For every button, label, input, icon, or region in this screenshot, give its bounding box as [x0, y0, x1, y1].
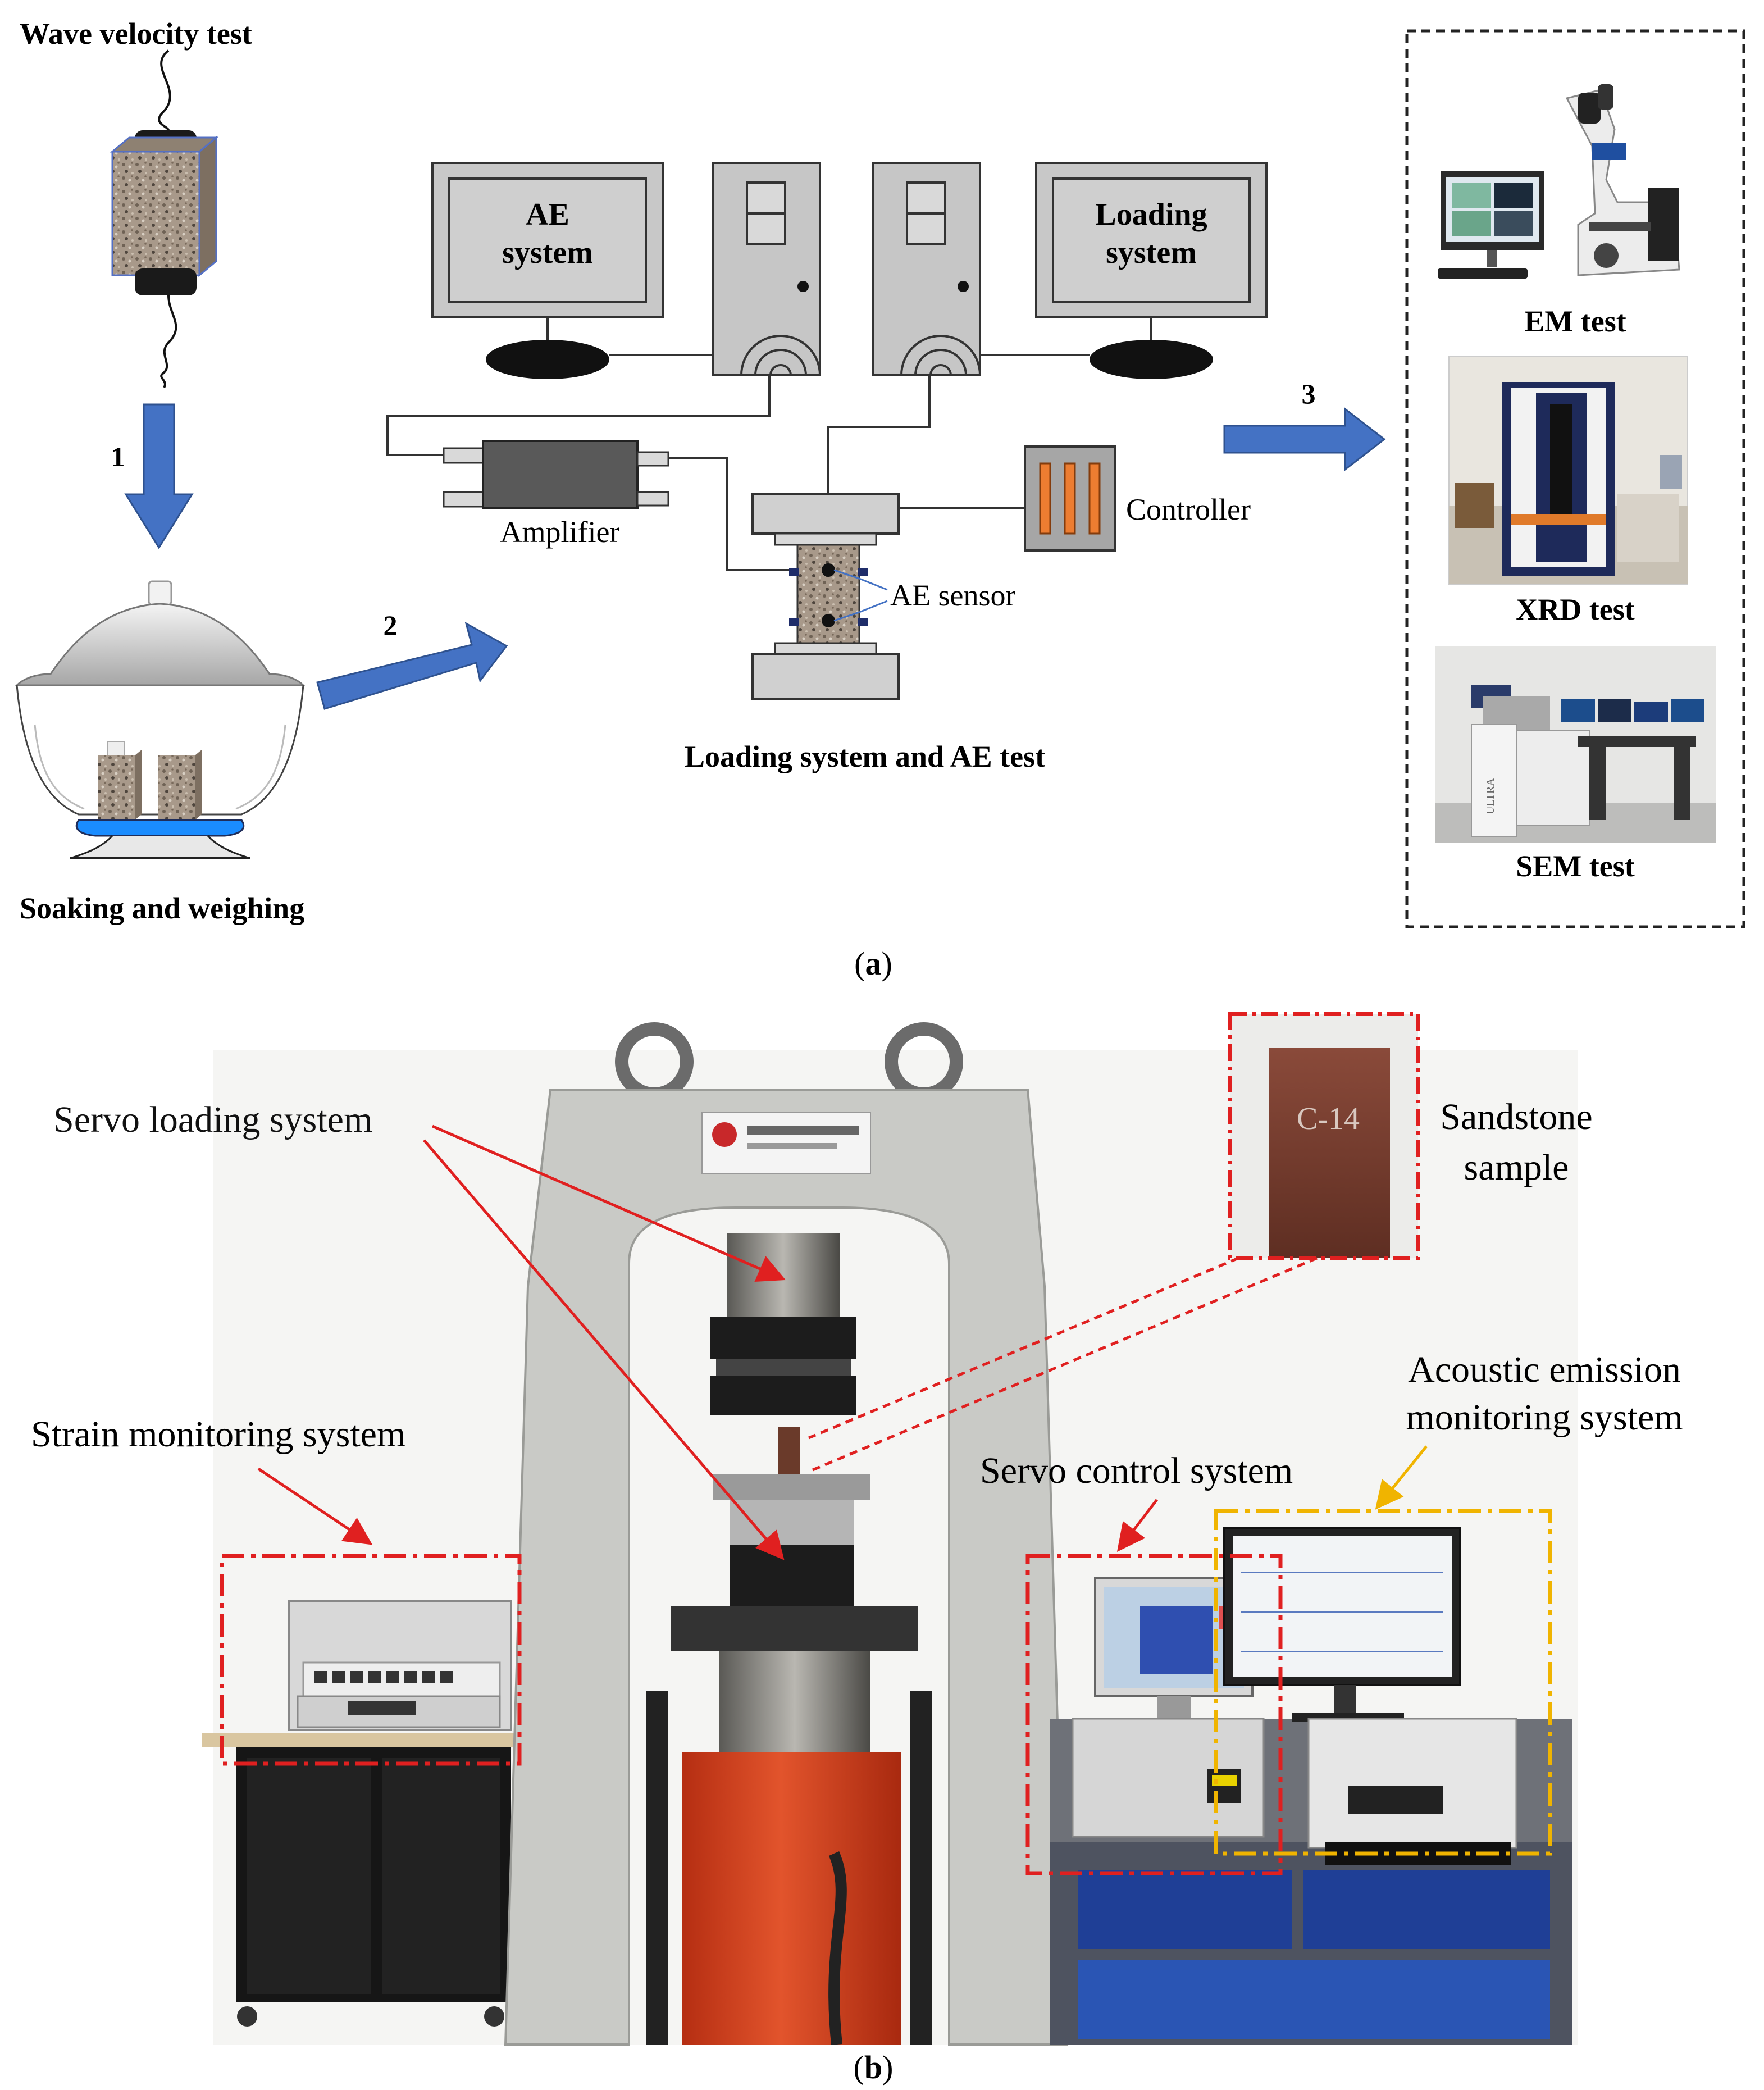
- amplifier: Amplifier: [443, 440, 669, 549]
- servo-control-box: [1025, 1554, 1283, 1875]
- step-3-label: 3: [1302, 378, 1316, 409]
- loading-monitor-line1: Loading: [1095, 197, 1207, 232]
- panel-b: C-14 Servo loading system Sandstone samp…: [31, 1012, 1683, 2086]
- control-bench: [1050, 1527, 1572, 2045]
- xrd-test-photo: [1448, 356, 1688, 585]
- caption-a: (a): [854, 945, 892, 982]
- caption-b-text: (b): [854, 2049, 894, 2086]
- wave-velocity-specimen: [110, 49, 219, 389]
- controller-label: Controller: [1126, 493, 1251, 526]
- svg-text:ULTRA: ULTRA: [1484, 778, 1497, 814]
- strain-monitoring-equipment: [202, 1600, 517, 2027]
- ae-sensor-label: AE sensor: [890, 579, 1015, 612]
- step-2-arrow: 2: [316, 609, 508, 710]
- sandstone-label-line1: Sandstone: [1440, 1096, 1592, 1137]
- caption-b: (b): [854, 2049, 894, 2086]
- step-1-arrow: 1: [111, 403, 194, 549]
- soaking-desiccator: [15, 580, 306, 859]
- ae-system-computer: AE system: [431, 162, 821, 379]
- em-test-photo: [1438, 84, 1680, 279]
- step-2-label: 2: [384, 609, 398, 641]
- amplifier-label: Amplifier: [500, 515, 620, 549]
- cables: [386, 375, 1025, 571]
- acoustic-label-line2: monitoring system: [1406, 1397, 1683, 1438]
- panel-a: Wave velocity test 1: [15, 17, 1745, 982]
- loading-frame-diagram: AE sensor: [751, 493, 1015, 700]
- step-1-label: 1: [111, 441, 125, 472]
- acoustic-emission-box: [1214, 1509, 1552, 1856]
- xrd-test-label: XRD test: [1516, 593, 1634, 626]
- acoustic-label-line1: Acoustic emission: [1408, 1349, 1681, 1390]
- servo-loading-machine: [504, 1022, 1069, 2046]
- sample-id-label: C-14: [1297, 1101, 1360, 1136]
- servo-loading-label: Servo loading system: [53, 1099, 372, 1140]
- strain-label: Strain monitoring system: [31, 1414, 405, 1455]
- loading-monitor-line2: system: [1106, 235, 1197, 270]
- ae-monitor-line1: AE: [526, 197, 569, 232]
- sem-test-label: SEM test: [1516, 849, 1634, 883]
- ae-monitor-line2: system: [502, 235, 593, 270]
- sandstone-inset: C-14: [1228, 1012, 1420, 1260]
- test-methods-box: [1405, 29, 1745, 928]
- sandstone-label-line2: sample: [1464, 1147, 1569, 1188]
- controller: Controller: [1024, 445, 1251, 552]
- em-test-label: EM test: [1524, 304, 1626, 338]
- step-3-arrow: 3: [1223, 378, 1386, 472]
- soaking-label: Soaking and weighing: [20, 891, 304, 925]
- loading-system-computer: Loading system: [872, 162, 1268, 379]
- loading-ae-label: Loading system and AE test: [685, 740, 1045, 773]
- wave-velocity-label: Wave velocity test: [20, 17, 252, 51]
- caption-a-text: (a): [854, 945, 892, 982]
- strain-monitoring-box: [220, 1554, 522, 1766]
- servo-control-label: Servo control system: [980, 1450, 1293, 1491]
- sem-test-photo: ULTRA: [1435, 646, 1716, 843]
